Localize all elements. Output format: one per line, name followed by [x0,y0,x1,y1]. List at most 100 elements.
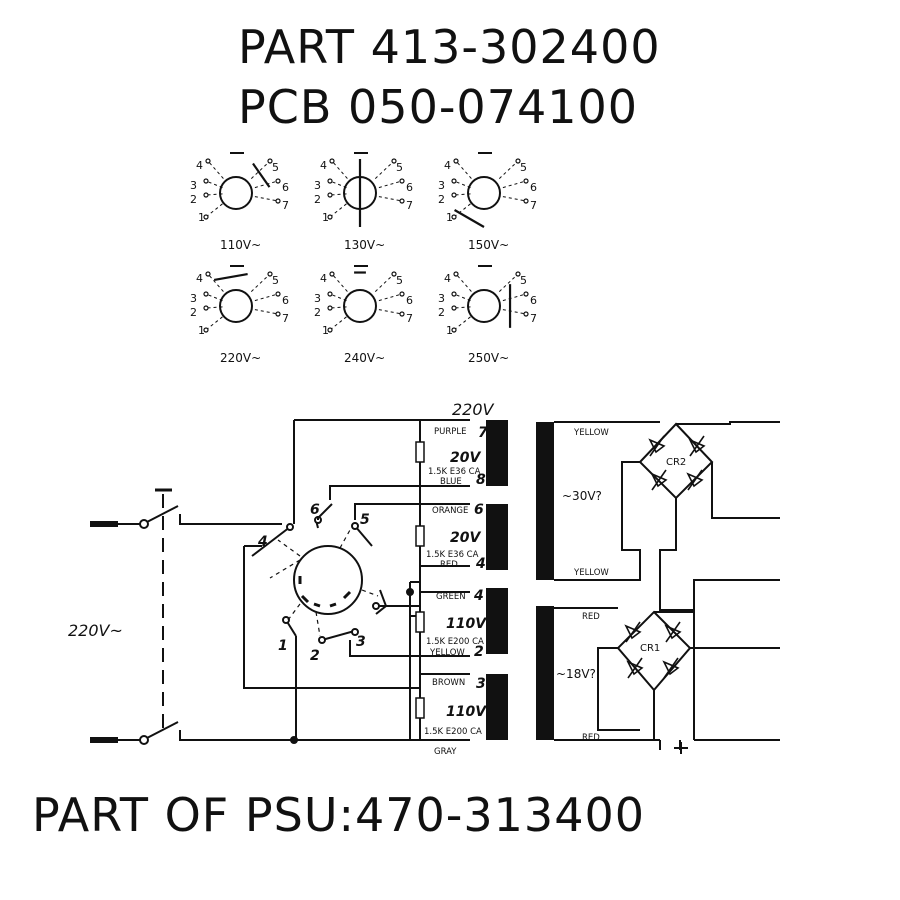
selector-pin-label: 3 [438,179,445,192]
secondary-wiring [554,421,780,754]
sec-wire-yellow-bottom: YELLOW [573,568,609,578]
selector-pin-label: 5 [396,161,403,174]
selector-pin-label: 2 [438,306,445,319]
tap-num-2: 2 [474,644,484,660]
part-number-title: PART 413-302400 [238,20,661,74]
wire-gray: GRAY [434,747,457,757]
selector-pin-label: 1 [446,211,453,224]
wire-purple: PURPLE [434,427,467,437]
coil-voltage-2: 20V [450,530,481,546]
wire-brown: BROWN [432,678,465,688]
selector-pin-label: 7 [282,199,289,212]
resistor-1 [415,441,425,463]
selector-pin-label: 3 [314,292,321,305]
selector-voltage-label: 220V~ [220,351,261,365]
mains-voltage-label: 220V~ [68,621,123,640]
selector-pin-label: 3 [190,179,197,192]
tap-num-3: 3 [476,676,486,692]
selector-pin-label: 5 [396,274,403,287]
tap-num-6: 6 [474,502,484,518]
selector-pin-label: 3 [314,179,321,192]
selector-diagram: 123 4 56 7 240V~ [314,265,413,365]
selector-pin-label: 7 [282,312,289,325]
coil-voltage-4: 110V [446,704,487,720]
selector-pin-label: 5 [272,274,279,287]
resistor-2 [415,525,425,547]
switch-pin-1: 1 [278,638,288,654]
mains-switch-pole-bottom [139,735,149,745]
selector-pin-label: 6 [406,181,413,194]
coil-voltage-1: 20V [450,450,481,466]
selector-pin-label: 7 [530,312,537,325]
selector-pin-label: 4 [444,272,451,285]
mains-switch-pole-top [139,519,149,529]
selector-voltage-label: 240V~ [344,351,385,365]
selector-voltage-label: 150V~ [468,238,509,252]
switch-pin-4: 4 [257,534,268,550]
switch-pin-6: 6 [310,502,320,518]
rectifier-cr2: CR2 [666,457,686,468]
resistor-label-3: 1.5K E200 CA [426,637,484,647]
resistor-label-4: 1.5K E200 CA [424,727,482,737]
selector-pin-label: 4 [320,272,327,285]
selector-voltage-label: 110V~ [220,238,261,252]
selector-pin-label: 5 [272,161,279,174]
resistor-label-1: 1.5K E36 CA [428,467,481,477]
selector-pin-label: 4 [196,159,203,172]
selector-pin-label: 2 [314,306,321,319]
wire-orange: ORANGE [432,506,468,516]
wire-green: GREEN [436,592,466,602]
coil-voltage-3: 110V [446,616,487,632]
bridge-diodes [624,435,706,679]
selector-pin-label: 2 [190,306,197,319]
selector-pin-label: 3 [438,292,445,305]
wire-yellow: YELLOW [429,648,465,658]
selector-pin-label: 7 [406,199,413,212]
selector-pin-label: 2 [190,193,197,206]
switch-pin-5: 5 [360,512,370,528]
selector-rotor [293,545,363,615]
selector-pin-label: 6 [282,181,289,194]
contact-7 [375,589,388,615]
selector-pin-label: 3 [190,292,197,305]
selector-voltage-label: 250V~ [468,351,509,365]
switch-pin-3: 3 [356,634,366,650]
wire-red: RED [440,560,458,570]
ground-symbol [674,742,688,754]
selector-diagram: 123 4 56 7 110V~ [190,152,289,252]
contact-5 [354,525,373,547]
selector-pin-label: 1 [322,324,329,337]
mains-schematic [90,419,470,745]
selector-pin-label: 1 [322,211,329,224]
resistor-label-2: 1.5K E36 CA [426,550,479,560]
tap-num-7: 7 [478,425,488,441]
selector-pin-label: 1 [198,211,205,224]
contact-4 [251,526,291,557]
selector-pin-label: 6 [282,294,289,307]
selector-pin-label: 7 [406,312,413,325]
pcb-number-title: PCB 050-074100 [238,80,639,134]
selector-pin-label: 5 [520,161,527,174]
sec-wire-yellow-top: YELLOW [573,428,609,438]
primary-windings [486,420,508,740]
resistor-3 [415,611,425,633]
top-tap-label: 220V [452,400,495,419]
switch-pin-2: 2 [310,648,320,664]
schematic-labels: 220V~ 220V PURPLE 20V 1.5K E36 CA BLUE O… [68,400,686,757]
selector-pin-label: 4 [444,159,451,172]
selector-pin-label: 1 [446,324,453,337]
tap-num-4b: 4 [473,588,484,604]
rectifier-cr1: CR1 [640,643,660,654]
selector-pin-label: 6 [406,294,413,307]
selector-pin-label: 2 [438,193,445,206]
selector-pin-label: 4 [320,159,327,172]
resistor-4 [415,697,425,719]
selector-pin-label: 1 [198,324,205,337]
selector-pin-label: 5 [520,274,527,287]
primary-resistors [415,441,425,719]
